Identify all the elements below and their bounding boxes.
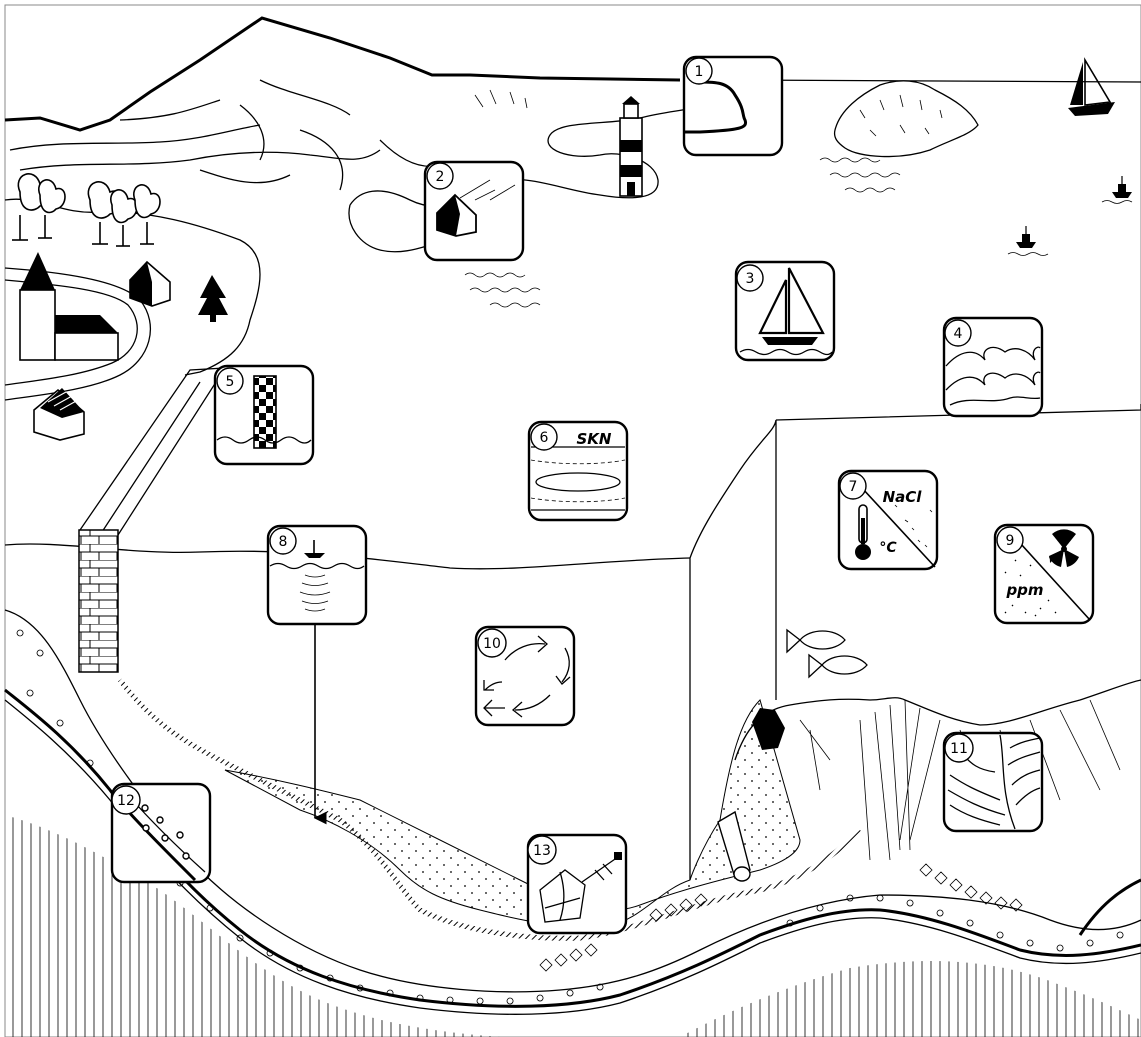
marker-12[interactable]: 12 [112,784,210,882]
brick-wall [79,530,118,672]
trees [12,174,160,246]
marker-2[interactable]: 2 [425,162,523,260]
mountain-contours [10,80,440,190]
island-texture [860,95,942,136]
marker-number: 2 [436,169,445,185]
lighthouse [620,96,642,196]
marker-10[interactable]: 10 [476,627,574,725]
seabed-vertical-hatch-right [680,961,1141,1037]
marker-3[interactable]: 3 [736,262,834,360]
deep-trench [1080,880,1141,935]
distant-sailboat [1068,60,1115,116]
marker-11[interactable]: 11 [944,733,1042,831]
marker-7[interactable]: NaCl °C 7 [839,471,937,569]
fish [787,630,867,677]
underwater-mountains [735,680,1141,760]
marker-number: 6 [540,430,549,446]
ppm-label: ppm [1005,581,1043,599]
village-house-2 [34,388,84,440]
buoy-boat-1 [1102,176,1132,204]
sediment-dotted-zone [225,700,800,926]
marker-4[interactable]: 4 [944,318,1042,416]
fir-tree [198,275,228,322]
church [20,252,118,360]
skn-label: SKN [577,430,612,448]
marker-number: 8 [279,534,288,550]
marker-5[interactable]: 5 [215,366,313,464]
marker-number: 5 [226,374,235,390]
marker-number: 11 [950,741,968,757]
marker-6[interactable]: SKN 6 [529,422,627,520]
marker-8[interactable]: 8 [268,526,366,624]
buoy-boat-2 [1008,226,1048,256]
marker-number: 4 [954,326,963,342]
marker-number: 1 [695,64,704,80]
marker-9[interactable]: ppm 9 [995,525,1093,623]
marker-13[interactable]: 13 [528,835,626,933]
island [835,81,978,157]
pier [80,368,225,535]
marker-number: 9 [1006,533,1015,549]
celsius-label: °C [879,540,897,556]
marker-1[interactable]: 1 [684,57,782,155]
marker-number: 10 [483,636,501,652]
nacl-label: NaCl [883,488,923,506]
mountain-ridge [5,18,680,130]
village-house-1 [130,262,170,306]
marker-number: 7 [849,479,858,495]
marker-number: 3 [746,271,755,287]
marker-number: 13 [533,843,551,859]
marker-number: 12 [117,793,135,809]
